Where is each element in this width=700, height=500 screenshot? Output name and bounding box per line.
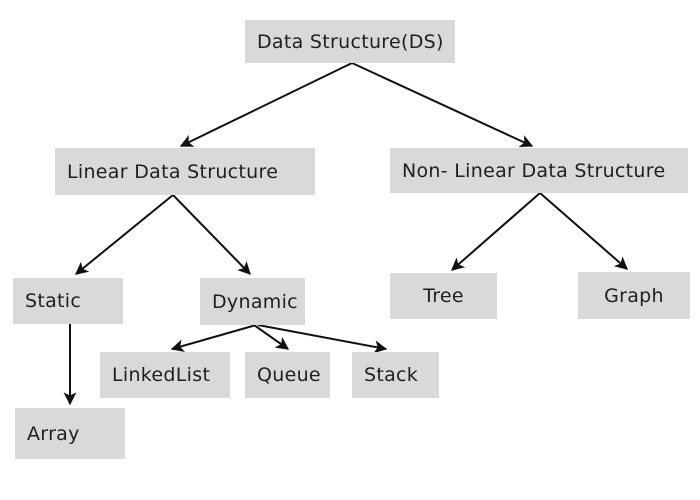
edge-linear-dynamic [172, 194, 251, 275]
node-dynamic-label: Dynamic [212, 290, 298, 313]
node-stack-label: Stack [364, 364, 419, 386]
edge-nonlinear-graph [539, 192, 628, 270]
node-stack: Stack [352, 352, 439, 398]
node-non-linear-data-structure-label: Non- Linear Data Structure [402, 159, 666, 182]
node-static: Static [13, 278, 123, 324]
node-dynamic: Dynamic [200, 278, 305, 325]
node-linear-data-structure-label: Linear Data Structure [67, 160, 279, 183]
node-data-structure-label: Data Structure(DS) [257, 30, 444, 53]
edge-linear-static [74, 194, 174, 275]
node-linkedlist-label: LinkedList [112, 364, 211, 386]
node-graph: Graph [578, 272, 690, 319]
edge-dynamic-linkedlist [170, 324, 257, 353]
node-linkedlist: LinkedList [100, 352, 230, 398]
node-queue-label: Queue [257, 364, 321, 386]
node-tree-label: Tree [423, 285, 464, 307]
edge-dynamic-queue [253, 324, 290, 350]
edge-nonlinear-tree [451, 192, 541, 271]
node-static-label: Static [25, 290, 82, 312]
edge-dynamic-stack [257, 324, 388, 354]
edge-ds-nonlinear [351, 62, 534, 148]
node-linear-data-structure: Linear Data Structure [55, 148, 315, 195]
node-graph-label: Graph [604, 284, 664, 307]
node-tree: Tree [390, 273, 497, 319]
node-data-structure: Data Structure(DS) [245, 20, 455, 63]
node-array: Array [15, 408, 125, 459]
node-queue: Queue [245, 352, 330, 398]
edge-ds-linear [179, 62, 353, 147]
node-non-linear-data-structure: Non- Linear Data Structure [390, 148, 688, 193]
node-array-label: Array [27, 422, 80, 445]
